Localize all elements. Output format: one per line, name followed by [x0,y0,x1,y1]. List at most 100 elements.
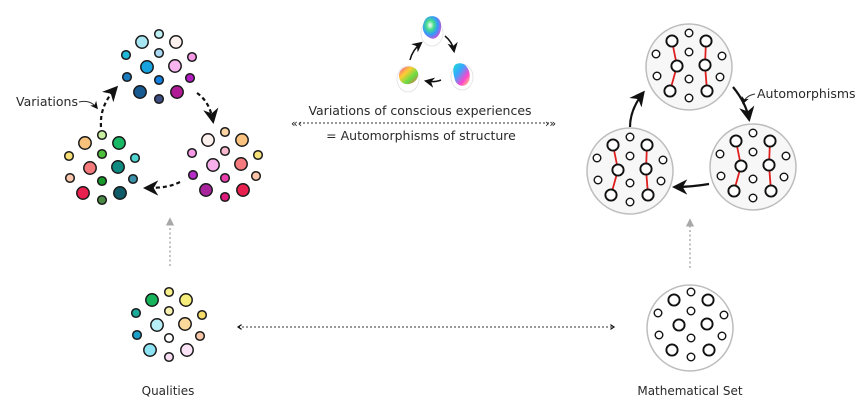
set-element [715,149,725,159]
set-element [717,331,727,341]
color-solid-top [420,16,444,47]
set-element [658,155,668,165]
set-element [651,49,661,59]
mathematical-set-label: Mathematical Set [637,384,743,398]
quality-dot [219,191,231,203]
set-element [684,74,694,84]
quality-dot [219,145,231,157]
set-element [698,58,712,72]
set-element [592,153,602,163]
quality-dot [163,351,175,363]
quality-dot [184,72,196,84]
center-statement-line2: = Automorphisms of structure [326,128,516,143]
quality-dot [131,329,143,341]
solid-arrow-right-to-left [423,77,442,88]
quality-dot [78,136,92,150]
set-element [700,317,714,331]
set-element [748,147,758,157]
variations-pointer [78,100,98,110]
quality-dot [133,85,147,99]
equivalence-arrow-left-head: «‹ [291,117,302,130]
quality-dot [206,158,220,172]
quality-dot [178,317,192,331]
set-element [625,132,635,142]
set-element [625,151,635,161]
quality-dot [153,74,165,86]
set-element [611,163,625,177]
set-element [762,158,776,172]
quality-dot [76,186,90,200]
automorphisms-pointer [741,93,756,105]
quality-dot [235,133,249,147]
quality-dot [153,28,165,40]
set-element [670,59,684,73]
quality-dot [219,126,231,138]
set-element [686,287,696,297]
quality-dot [96,129,108,141]
variations-label: Variations [16,94,78,109]
structure-graph-bottom-left [586,127,674,215]
quality-dot [201,133,215,147]
equivalence-arrow-right-head: ›» [545,117,556,130]
quality-dot [150,318,164,332]
set-element [684,93,694,103]
color-cluster-bottom-right [186,126,264,203]
structure-arrow-left-to-top [628,90,645,128]
quality-dot [96,175,108,187]
set-element [781,151,791,161]
set-element [640,138,654,152]
quality-dot [96,148,108,160]
set-element [606,138,620,152]
quality-dot [234,157,248,171]
color-solid-bottom-left [396,65,420,93]
quality-dot [113,186,127,200]
quality-dot [219,172,231,184]
quality-dot [112,136,126,150]
set-element [734,159,748,173]
quality-dot [153,47,165,59]
quality-dot [187,169,199,181]
set-element [763,134,777,148]
quality-dot [236,183,250,197]
center-statement-line1: Variations of conscious experiences [308,103,531,118]
set-element [663,84,677,98]
color-solid-bottom-right [450,63,474,91]
solid-arrow-left-up [409,41,423,61]
quality-dot [180,343,194,357]
set-element [686,333,696,343]
quality-dot [252,149,264,161]
set-element [656,176,666,186]
structure-graph-bottom-right [709,123,797,211]
quality-dot [163,332,175,344]
set-element [639,162,653,176]
quality-dot [121,71,133,83]
automorphisms-label: Automorphisms [757,86,856,101]
set-element [699,34,713,48]
quality-dot [169,35,183,49]
set-element [667,293,681,307]
color-cluster-top [120,28,198,105]
set-element [748,128,758,138]
set-element [672,318,686,332]
quality-dot [168,59,182,73]
quality-dot [130,307,142,319]
quality-dot [140,60,154,74]
set-element [686,306,696,316]
mathematical-set [646,284,734,372]
qualities-label: Qualities [142,384,195,398]
quality-dot [111,160,125,174]
set-element [652,71,662,81]
structure-arrow-top-to-right [732,86,755,123]
set-element [764,184,778,198]
set-element [748,193,758,203]
set-element [702,343,716,357]
quality-dot [179,293,193,307]
quality-dot [64,172,76,184]
quality-dot [250,170,262,182]
set-element [715,72,725,82]
set-element [686,352,696,362]
quality-dot [83,161,97,175]
set-element [729,134,743,148]
set-element [665,34,679,48]
quality-dot [196,309,208,321]
